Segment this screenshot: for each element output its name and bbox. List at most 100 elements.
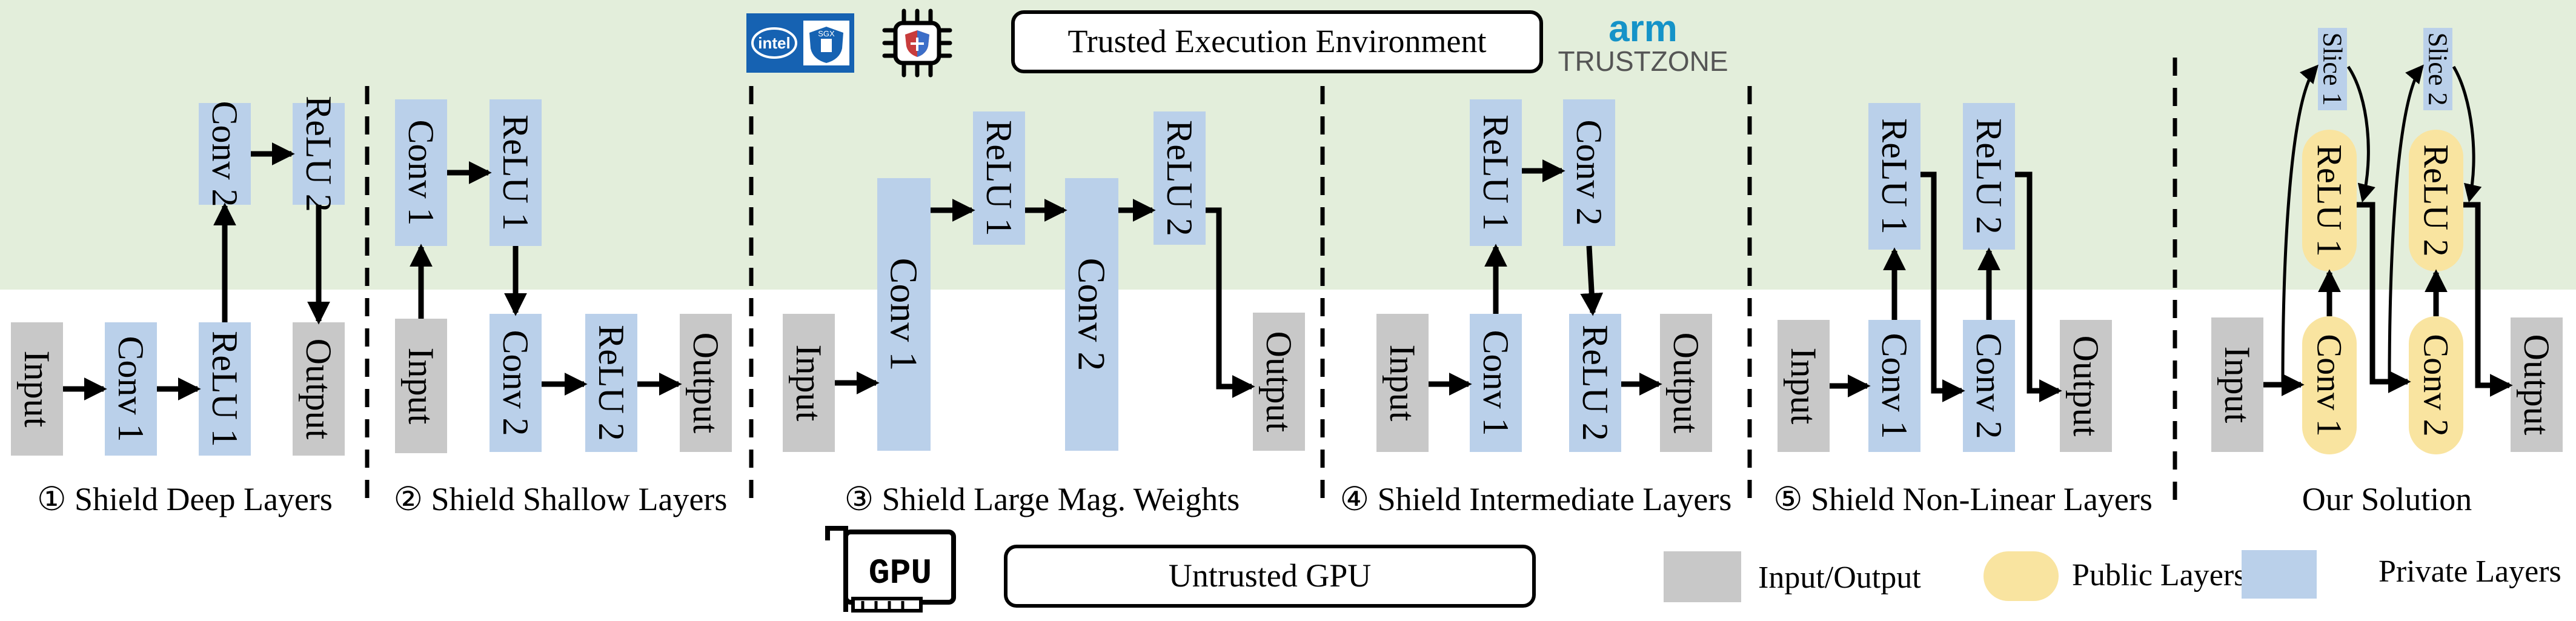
s4-relu1: ReLU 1 (1470, 99, 1522, 246)
s5-arrow-3 (1920, 171, 1965, 402)
s4-relu1-shape (1470, 99, 1522, 246)
s5-output-label: Output (2066, 336, 2106, 437)
section-dividers (365, 58, 2177, 509)
legend-public-label: Public Layers (2072, 558, 2246, 593)
sol-relu1-shape (2302, 130, 2357, 271)
intel-logo-text: intel (758, 34, 790, 52)
s5-relu2-shape (1963, 103, 2015, 250)
s5-relu1-shape (1868, 103, 1920, 250)
s2-conv2-label: Conv 2 (496, 330, 536, 436)
s3-conv1: Conv 1 (877, 178, 931, 451)
s5-input: Input (1778, 320, 1830, 452)
legend-io-label: Input/Output (1758, 560, 1921, 595)
sol-conv2: Conv 2 (2409, 316, 2463, 454)
layer-nodes: Input Conv 1 ReLU 1 Conv 2 ReLU 2 Output Input… (11, 28, 2563, 456)
s4-output: Output (1660, 314, 1712, 452)
s1-output: Output (293, 322, 345, 456)
s3-output-label: Output (1259, 331, 1299, 433)
s4-output-label: Output (1666, 333, 1706, 434)
s3-conv2: Conv 2 (1065, 178, 1118, 451)
s3-input-shape (783, 314, 835, 452)
caption-shield-large-mag: ③ Shield Large Mag. Weights (845, 481, 1240, 517)
s5-relu2-label: ReLU 2 (1969, 118, 2009, 234)
s2-relu2-shape (585, 314, 637, 452)
s4-relu1-label: ReLU 1 (1476, 115, 1516, 231)
s1-input-shape (11, 322, 63, 456)
s1-conv2-label: Conv 2 (205, 101, 245, 207)
intel-sgx-logo: intel SGX (746, 13, 854, 73)
s3-conv2-shape (1065, 178, 1118, 451)
arm-trustzone-logo: arm TRUSTZONE (1558, 8, 1728, 77)
s4-conv1-shape (1470, 314, 1522, 452)
sol-relu2: ReLU 2 (2409, 130, 2463, 271)
s2-input-label: Input (401, 348, 441, 425)
s1-relu1: ReLU 1 (199, 322, 251, 456)
s1-conv1-label: Conv 1 (111, 336, 151, 442)
s2-conv2-shape (490, 314, 542, 452)
s2-relu1-label: ReLU 1 (496, 115, 536, 231)
s5-input-label: Input (1784, 348, 1824, 425)
legend-io-swatch (1664, 551, 1741, 602)
s3-relu1: ReLU 1 (973, 111, 1025, 245)
sol-slice1-shape (2318, 28, 2347, 110)
s5-relu1-label: ReLU 1 (1874, 118, 1914, 234)
s5-conv2-label: Conv 2 (1969, 333, 2009, 439)
s4-output-shape (1660, 314, 1712, 452)
caption-our-solution: Our Solution (2302, 481, 2472, 517)
untrusted-gpu-title: Untrusted GPU (1004, 545, 1536, 608)
s2-relu2: ReLU 2 (585, 314, 637, 452)
sol-input-shape (2211, 317, 2263, 452)
sol-slice1: Slice 1 (2318, 28, 2348, 110)
sol-conv1: Conv 1 (2302, 316, 2357, 454)
s2-conv2: Conv 2 (490, 314, 542, 452)
s4-relu2: ReLU 2 (1569, 314, 1621, 452)
s4-conv1-label: Conv 1 (1476, 330, 1516, 436)
sol-arrow-8 (2452, 65, 2482, 203)
legend-private-swatch (2242, 550, 2317, 599)
s2-output-shape (680, 314, 732, 452)
sol-conv2-shape (2409, 316, 2463, 454)
s4-arrow-4 (1580, 245, 1604, 316)
s1-conv2: Conv 2 (199, 101, 251, 207)
sol-slice1-label: Slice 1 (2318, 33, 2348, 106)
s1-conv1: Conv 1 (105, 322, 157, 456)
s2-conv1-label: Conv 1 (401, 119, 441, 225)
sol-slice2: Slice 2 (2423, 28, 2453, 110)
s5-conv1: Conv 1 (1868, 320, 1920, 452)
s5-input-shape (1778, 320, 1830, 452)
sol-arrow-3 (2281, 64, 2319, 385)
s3-conv1-shape (877, 178, 931, 451)
s4-input-label: Input (1383, 345, 1422, 422)
caption-shield-non-linear: ⑤ Shield Non-Linear Layers (1773, 481, 2153, 517)
s4-conv2-label: Conv 2 (1569, 119, 1609, 225)
s3-output: Output (1253, 313, 1305, 451)
sol-conv1-shape (2302, 316, 2357, 454)
s4-conv1: Conv 1 (1470, 314, 1522, 452)
sol-output: Output (2511, 317, 2563, 452)
s3-arrow-5 (1206, 207, 1255, 398)
s1-relu1-shape (199, 322, 251, 456)
s2-output-label: Output (686, 333, 726, 434)
sol-output-shape (2511, 317, 2563, 452)
sol-output-label: Output (2517, 334, 2557, 436)
s4-relu2-label: ReLU 2 (1575, 325, 1615, 441)
gpu-card-icon: GPU (825, 526, 956, 613)
s4-input-shape (1376, 314, 1429, 452)
flow-arrows (63, 64, 2513, 402)
caption-shield-intermediate: ④ Shield Intermediate Layers (1340, 481, 1732, 517)
sol-input-label: Input (2217, 347, 2257, 423)
caption-shield-deep: ① Shield Deep Layers (37, 481, 333, 517)
s3-relu1-shape (973, 111, 1025, 245)
s4-conv2: Conv 2 (1563, 99, 1615, 246)
sol-arrow-9 (2463, 202, 2513, 397)
gpu-label: Untrusted GPU (1169, 557, 1372, 594)
s5-conv1-label: Conv 1 (1874, 333, 1914, 439)
s5-arrow-5 (2015, 171, 2062, 402)
intel-badge-text: SGX (818, 29, 835, 38)
arm-brand: arm (1608, 8, 1678, 50)
sol-arrow-7 (2388, 64, 2424, 382)
s1-relu1-label: ReLU 1 (205, 331, 245, 447)
s3-relu2: ReLU 2 (1154, 111, 1206, 245)
